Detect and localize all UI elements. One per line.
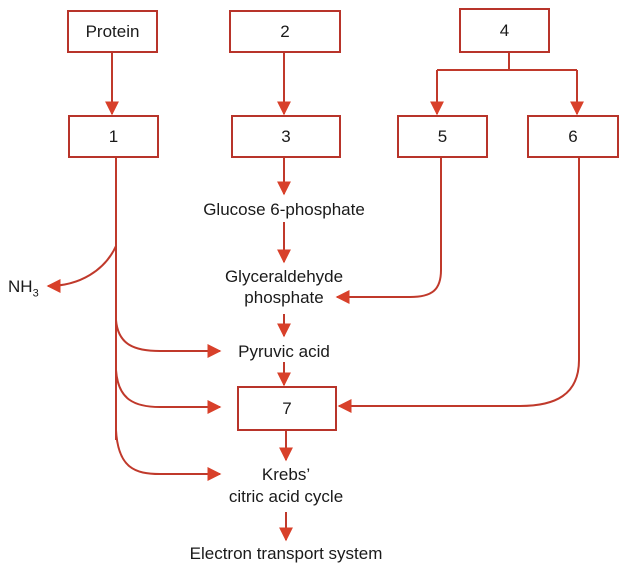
box-7-label: 7 bbox=[282, 398, 292, 418]
nh3-subscript: 3 bbox=[32, 287, 39, 300]
label-glyceraldehyde-line1: Glyceraldehyde bbox=[224, 267, 344, 286]
box-2-label: 2 bbox=[280, 21, 290, 41]
nh3-main: NH bbox=[8, 277, 33, 296]
arrow-6-to-7 bbox=[337, 157, 580, 413]
label-glucose-6-phosphate: Glucose 6-phosphate bbox=[203, 200, 365, 219]
arrow-1-to-pyruvic bbox=[115, 319, 222, 358]
arrow-1-to-7 bbox=[115, 369, 222, 414]
box-2: 2 bbox=[229, 10, 341, 53]
label-glyceraldehyde-line2: phosphate bbox=[244, 288, 324, 307]
box-6: 6 bbox=[527, 115, 619, 158]
label-pyruvic-acid: Pyruvic acid bbox=[238, 342, 330, 361]
box-6-label: 6 bbox=[568, 126, 578, 146]
label-nh3: NH3 bbox=[8, 276, 39, 304]
arrow-1-to-krebs bbox=[115, 429, 222, 481]
label-krebs-line1: Krebs’ bbox=[261, 465, 311, 484]
label-electron-transport-system: Electron transport system bbox=[189, 544, 383, 563]
box-3-label: 3 bbox=[281, 126, 291, 146]
box-1: 1 bbox=[68, 115, 159, 158]
label-krebs-line2: citric acid cycle bbox=[228, 487, 344, 506]
box-3: 3 bbox=[231, 115, 341, 158]
box-protein-label: Protein bbox=[85, 21, 140, 41]
box-5: 5 bbox=[397, 115, 488, 158]
box-5-label: 5 bbox=[437, 126, 448, 146]
box-7: 7 bbox=[237, 386, 337, 431]
arrow-1-to-nh3 bbox=[46, 245, 117, 293]
arrow-5-to-glyceraldehyde bbox=[335, 157, 442, 304]
box-1-label: 1 bbox=[108, 126, 119, 146]
box-4: 4 bbox=[459, 8, 550, 53]
box-4-label: 4 bbox=[499, 20, 510, 40]
box-protein: Protein bbox=[67, 10, 158, 53]
